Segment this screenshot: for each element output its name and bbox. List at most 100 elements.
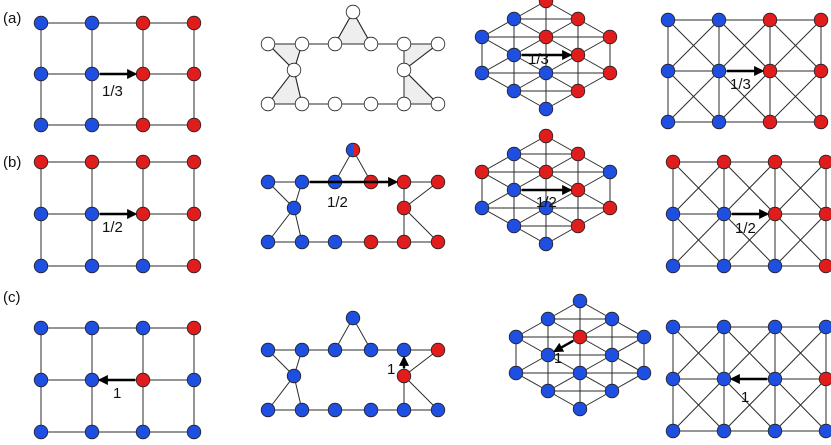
arrow-label-a-triangular: 1/3 <box>528 51 549 68</box>
bond <box>723 161 776 215</box>
site-red <box>363 234 379 250</box>
site-blue <box>327 402 343 418</box>
site-blue <box>711 12 727 28</box>
site-red <box>538 29 554 45</box>
site-blue <box>33 424 49 440</box>
site-blue <box>474 65 490 81</box>
arrows-layer <box>97 49 770 386</box>
site-blue <box>345 310 361 326</box>
site-blue <box>540 311 556 327</box>
site-blue <box>294 342 310 358</box>
bond <box>672 161 725 215</box>
bond <box>403 375 439 411</box>
site-blue <box>665 319 681 335</box>
site-blue <box>711 114 727 130</box>
site-red <box>186 66 202 82</box>
site-blue <box>716 206 732 222</box>
site-red <box>430 174 446 190</box>
site-blue <box>506 218 522 234</box>
site-empty <box>396 36 412 52</box>
arrow-label-b-square: 1/2 <box>102 219 123 236</box>
site-red <box>538 128 554 144</box>
site-red <box>767 154 783 170</box>
site-blue <box>572 365 588 381</box>
site-blue <box>33 320 49 336</box>
site-blue <box>84 66 100 82</box>
site-red <box>186 154 202 170</box>
site-blue <box>660 114 676 130</box>
site-blue <box>396 402 412 418</box>
bond <box>718 19 771 72</box>
site-blue <box>506 47 522 63</box>
site-blue <box>363 402 379 418</box>
site-blue <box>572 401 588 417</box>
site-blue <box>665 423 681 439</box>
site-blue <box>474 29 490 45</box>
site-blue <box>430 402 446 418</box>
site-blue <box>506 11 522 27</box>
site-red <box>84 154 100 170</box>
arrow-label-c-checkerboard: 1 <box>741 389 749 406</box>
site-blue <box>363 342 379 358</box>
site-red <box>716 154 732 170</box>
site-red <box>430 342 446 358</box>
site-blue <box>540 347 556 363</box>
row-label-a: (a) <box>3 10 21 27</box>
site-blue <box>636 329 652 345</box>
bond <box>774 378 827 432</box>
site-empty <box>260 36 276 52</box>
site-red <box>813 63 829 79</box>
site-red <box>570 218 586 234</box>
site-red <box>186 15 202 31</box>
site-red <box>818 154 831 170</box>
site-red <box>135 66 151 82</box>
bond <box>723 326 776 380</box>
site-empty <box>363 36 379 52</box>
bond <box>403 69 439 105</box>
site-blue <box>604 347 620 363</box>
site-empty <box>294 96 310 112</box>
bond <box>723 213 776 267</box>
site-red <box>186 320 202 336</box>
site-blue <box>506 83 522 99</box>
site-blue <box>767 258 783 274</box>
arrow-label-b-checkerboard: 1/2 <box>735 220 756 237</box>
site-blue <box>327 342 343 358</box>
site-blue <box>604 383 620 399</box>
site-blue <box>260 174 276 190</box>
site-blue <box>33 372 49 388</box>
site-empty <box>430 96 446 112</box>
bond <box>667 70 720 123</box>
site-red <box>186 117 202 133</box>
site-blue <box>84 320 100 336</box>
site-blue <box>474 200 490 216</box>
site-outline <box>345 142 361 158</box>
site-empty <box>327 96 343 112</box>
site-blue <box>84 372 100 388</box>
site-blue <box>84 15 100 31</box>
arrow-label-b-kagome: 1/2 <box>327 194 348 211</box>
site-red <box>135 154 151 170</box>
site-blue <box>84 206 100 222</box>
site-blue <box>767 319 783 335</box>
site-red <box>762 63 778 79</box>
site-empty <box>286 62 302 78</box>
site-red <box>818 258 831 274</box>
site-blue <box>286 200 302 216</box>
site-red <box>813 12 829 28</box>
site-blue <box>286 368 302 384</box>
hop-arrow <box>553 339 574 353</box>
site-blue <box>660 12 676 28</box>
site-red <box>570 47 586 63</box>
site-blue <box>767 423 783 439</box>
site-empty <box>260 96 276 112</box>
bond <box>403 207 439 243</box>
bond <box>718 70 771 123</box>
site-blue <box>506 146 522 162</box>
site-blue <box>538 236 554 252</box>
site-blue <box>665 206 681 222</box>
site-red <box>396 234 412 250</box>
site-red <box>33 154 49 170</box>
text-layer: (a) (b) (c) 1/3 1/3 1/3 1/2 1/2 1/2 1/2 … <box>3 10 756 406</box>
site-red <box>570 146 586 162</box>
